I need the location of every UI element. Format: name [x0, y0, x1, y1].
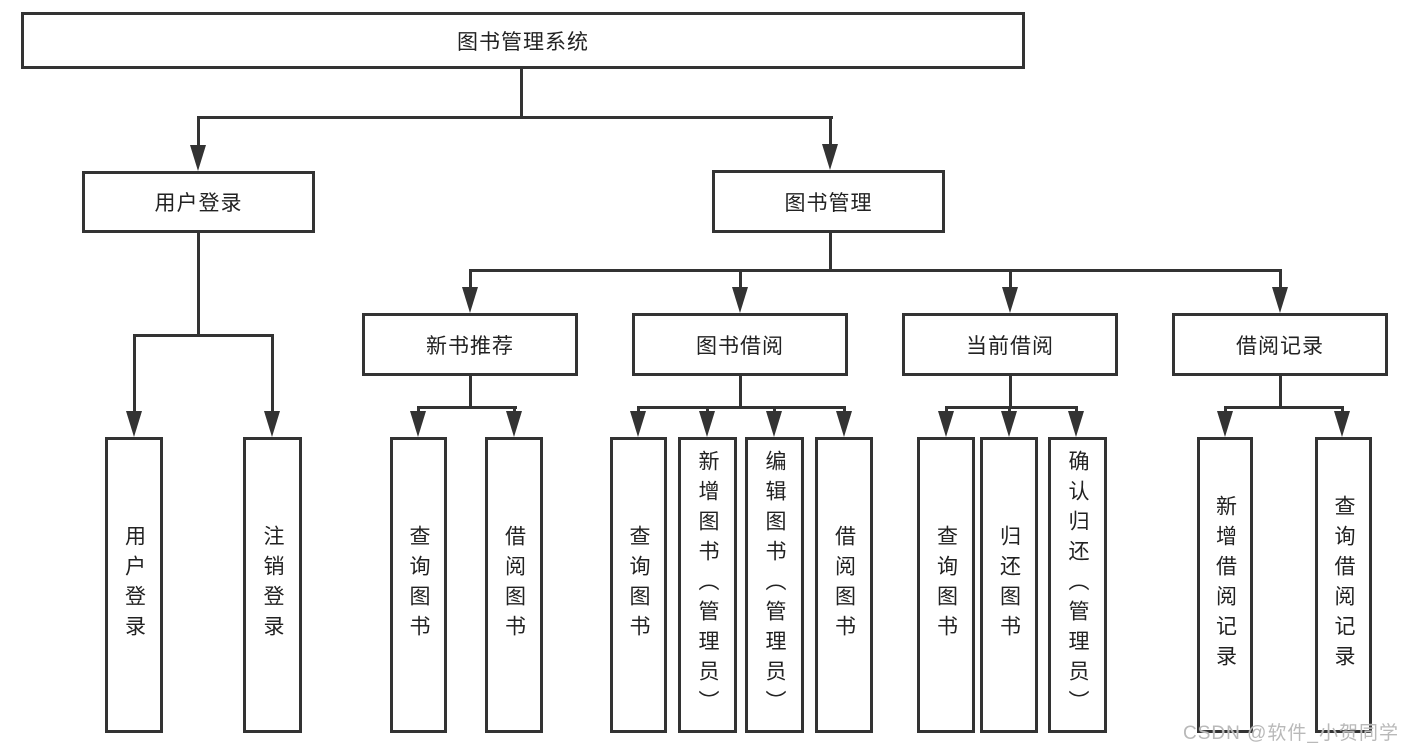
connector-line [520, 69, 523, 118]
connector-line [133, 334, 136, 413]
connector-line [1009, 376, 1012, 409]
arrow-down-icon [190, 145, 206, 171]
connector-line [133, 334, 274, 337]
connector-line [1341, 406, 1344, 414]
arrow-down-icon [410, 411, 426, 437]
leaf-add-books-admin: 新增图书（管理员） [678, 437, 737, 733]
connector-line [945, 406, 948, 414]
arrow-down-icon [938, 411, 954, 437]
leaf-label: 借阅图书 [502, 525, 526, 645]
arrow-down-icon [766, 411, 782, 437]
leaf-label: 查询图书 [627, 525, 650, 645]
leaf-label: 编辑图书（管理员） [763, 450, 786, 720]
connector-line [1279, 269, 1282, 289]
connector-line [469, 376, 472, 409]
connector-line [1075, 406, 1078, 414]
connector-line [829, 233, 832, 272]
connector-line [469, 269, 1282, 272]
node-label: 新书推荐 [426, 334, 514, 358]
connector-line [637, 406, 846, 409]
arrow-down-icon [1068, 411, 1084, 437]
node-label: 借阅记录 [1236, 334, 1324, 358]
leaf-add-borrow-record: 新增借阅记录 [1197, 437, 1253, 733]
connector-line [1008, 406, 1011, 414]
connector-line [197, 116, 833, 119]
arrow-down-icon [126, 411, 142, 437]
connector-line [945, 406, 1078, 409]
node-borrow-records: 借阅记录 [1172, 313, 1388, 376]
node-label: 当前借阅 [966, 334, 1054, 358]
arrow-down-icon [1334, 411, 1350, 437]
node-library-system: 图书管理系统 [21, 12, 1025, 69]
leaf-query-books-1: 查询图书 [390, 437, 447, 733]
leaf-label: 新增图书（管理员） [696, 450, 719, 720]
node-label: 图书管理系统 [457, 30, 589, 54]
leaf-label: 查询借阅记录 [1332, 495, 1355, 675]
leaf-confirm-return-admin: 确认归还（管理员） [1048, 437, 1107, 733]
leaf-label: 借阅图书 [832, 525, 856, 645]
arrow-down-icon [699, 411, 715, 437]
arrow-down-icon [1002, 287, 1018, 313]
arrow-down-icon [462, 287, 478, 313]
connector-line [773, 406, 776, 414]
arrow-down-icon [1272, 287, 1288, 313]
connector-line [197, 116, 200, 148]
node-label: 图书管理 [784, 191, 873, 215]
leaf-label: 查询图书 [934, 525, 958, 645]
node-user-login: 用户登录 [82, 171, 315, 233]
node-label: 图书借阅 [696, 334, 784, 358]
connector-line [843, 406, 846, 414]
arrow-down-icon [1217, 411, 1233, 437]
arrow-down-icon [506, 411, 522, 437]
connector-line [829, 116, 832, 147]
connector-line [739, 269, 742, 289]
leaf-label: 归还图书 [997, 525, 1021, 645]
arrow-down-icon [264, 411, 280, 437]
arrow-down-icon [836, 411, 852, 437]
connector-line [417, 406, 517, 409]
leaf-return-books: 归还图书 [980, 437, 1038, 733]
arrow-down-icon [822, 144, 838, 170]
leaf-borrow-books-1: 借阅图书 [485, 437, 543, 733]
leaf-query-books-3: 查询图书 [917, 437, 975, 733]
leaf-query-borrow-record: 查询借阅记录 [1315, 437, 1372, 733]
leaf-borrow-books-2: 借阅图书 [815, 437, 873, 733]
arrow-down-icon [630, 411, 646, 437]
node-book-borrow: 图书借阅 [632, 313, 848, 376]
leaf-label: 用户登录 [122, 525, 146, 645]
connector-line [1009, 269, 1012, 289]
node-book-management: 图书管理 [712, 170, 945, 233]
arrow-down-icon [732, 287, 748, 313]
leaf-label: 新增借阅记录 [1213, 495, 1237, 675]
leaf-query-books-2: 查询图书 [610, 437, 667, 733]
connector-line [417, 406, 420, 414]
connector-line [513, 406, 516, 414]
node-new-book-recommend: 新书推荐 [362, 313, 578, 376]
connector-line [1224, 406, 1344, 409]
leaf-user-login: 用户登录 [105, 437, 163, 733]
leaf-logout: 注销登录 [243, 437, 302, 733]
arrow-down-icon [1001, 411, 1017, 437]
connector-line [197, 233, 200, 337]
leaf-label: 查询图书 [407, 525, 430, 645]
connector-line [271, 334, 274, 413]
leaf-label: 注销登录 [261, 525, 284, 645]
connector-line [706, 406, 709, 414]
node-current-borrow: 当前借阅 [902, 313, 1118, 376]
connector-line [637, 406, 640, 414]
node-label: 用户登录 [154, 192, 243, 215]
connector-line [469, 269, 472, 289]
connector-line [739, 376, 742, 409]
connector-line [1224, 406, 1227, 414]
connector-line [1279, 376, 1282, 409]
leaf-edit-books-admin: 编辑图书（管理员） [745, 437, 804, 733]
leaf-label: 确认归还（管理员） [1066, 450, 1089, 720]
csdn-watermark: CSDN @软件_小贺同学 [1183, 723, 1399, 744]
